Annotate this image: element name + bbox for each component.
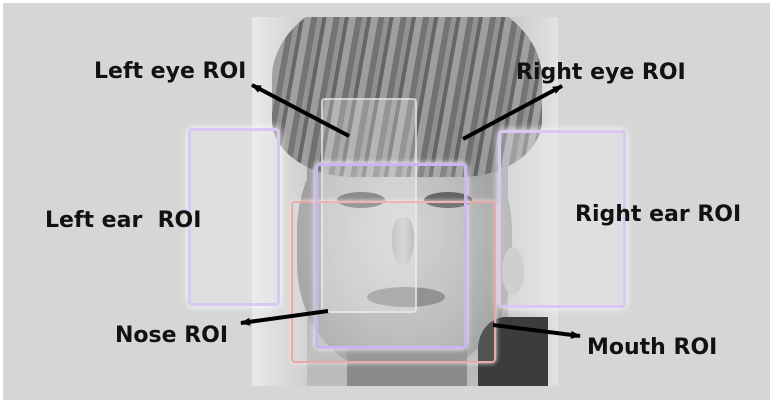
- mouth-roi-box: [291, 201, 496, 363]
- eye-roi-box: [321, 98, 417, 313]
- right-ear-roi-label: Right ear ROI: [575, 202, 742, 227]
- hair: [272, 17, 542, 177]
- nose: [392, 217, 414, 265]
- mouth-arrow: [492, 323, 581, 339]
- left-eye: [337, 192, 385, 208]
- right-eye: [424, 192, 472, 208]
- nose-arrow: [240, 309, 329, 326]
- neck: [347, 347, 467, 386]
- nose-roi-label: Nose ROI: [115, 323, 229, 348]
- left-eye-roi-label: Left eye ROI: [94, 59, 247, 84]
- face-photo: [252, 17, 558, 386]
- right-ear-roi-box: [498, 130, 626, 308]
- left-ear-roi-box: [188, 128, 280, 306]
- diagram-canvas: Left eye ROI Right eye ROI Left ear ROI …: [3, 3, 770, 400]
- arrows: [240, 83, 581, 339]
- right-eye-arrow: [462, 84, 563, 141]
- right-eye-roi-label: Right eye ROI: [516, 60, 686, 85]
- left-ear-roi-label: Left ear ROI: [45, 208, 202, 233]
- mouth: [367, 287, 445, 307]
- nose-roi-box: [315, 163, 467, 349]
- left-eye-arrow: [251, 83, 350, 138]
- mouth-roi-label: Mouth ROI: [587, 335, 718, 360]
- right-ear: [502, 247, 524, 295]
